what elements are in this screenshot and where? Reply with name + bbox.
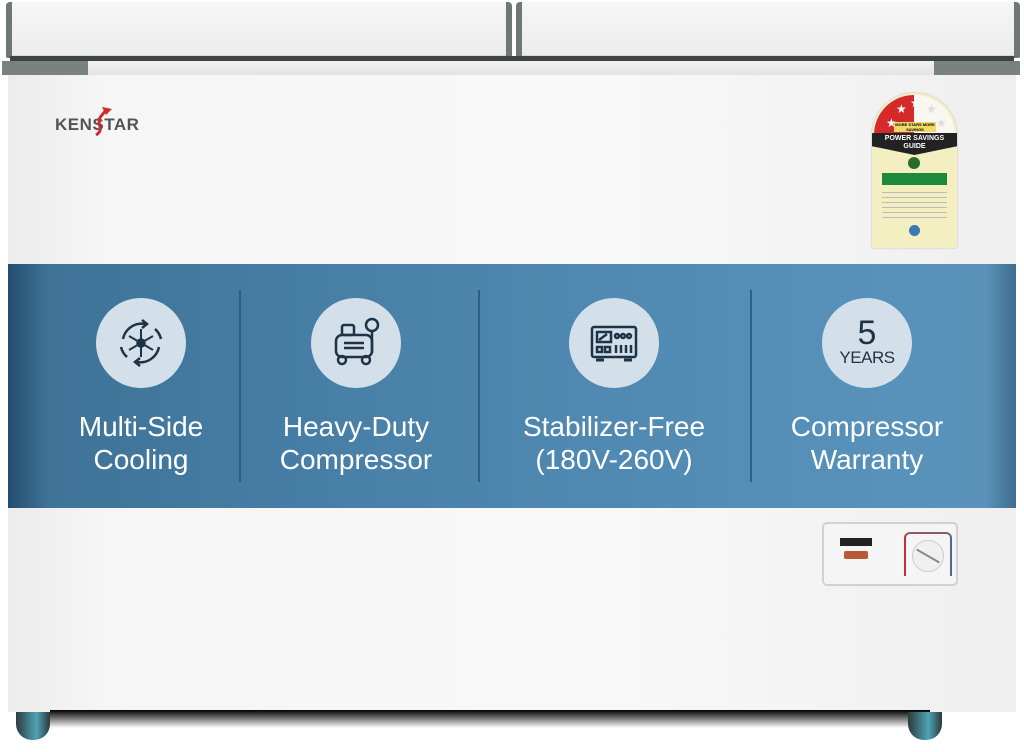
- feature-label-line2: Compressor: [279, 444, 433, 475]
- divider: [750, 290, 752, 482]
- feature-label-line1: Multi-Side: [78, 411, 204, 442]
- feature-heavy-duty-compressor: Heavy-Duty Compressor: [236, 410, 476, 476]
- label-title-line2: GUIDE: [903, 143, 926, 150]
- left-lid[interactable]: [6, 2, 512, 58]
- feature-multi-side-cooling: Multi-Side Cooling: [21, 410, 261, 476]
- voltage-stabilizer-icon: [569, 298, 659, 388]
- label-title-line1: POWER SAVINGS: [884, 135, 945, 142]
- logo-swoosh-icon: [95, 107, 112, 137]
- energy-star-label: ★ ★ ★ ★ ★ MORE STARS MORE SAVINGS POWER …: [872, 93, 957, 248]
- svg-text:★: ★: [936, 116, 947, 130]
- rim-cap-left: [2, 61, 88, 75]
- rim-cap-right: [934, 61, 1020, 75]
- base-shadow: [50, 710, 930, 728]
- caster-wheel-left: [16, 712, 50, 740]
- svg-text:★: ★: [926, 102, 937, 116]
- caster-wheel-right: [908, 712, 942, 740]
- body-rim: [2, 61, 1020, 75]
- divider: [478, 290, 480, 482]
- brand-logo: KENSTAR: [55, 115, 140, 134]
- feature-label-line2: Cooling: [93, 444, 189, 475]
- right-lid[interactable]: [516, 2, 1020, 58]
- divider: [239, 290, 241, 482]
- svg-text:★: ★: [910, 96, 921, 110]
- feature-compressor-warranty: Compressor Warranty: [747, 410, 987, 476]
- power-indicator-light: [840, 538, 872, 546]
- running-indicator-light: [844, 551, 868, 559]
- feature-stabilizer-free: Stabilizer-Free (180V-260V): [494, 410, 734, 476]
- warranty-badge: 5 YEARS: [822, 298, 912, 388]
- label-emblem-icon: [908, 157, 920, 169]
- feature-label-line1: Heavy-Duty: [282, 411, 430, 442]
- label-tagline: MORE STARS MORE SAVINGS: [894, 122, 936, 132]
- svg-text:★: ★: [896, 102, 907, 116]
- control-panel: [822, 522, 958, 586]
- feature-label-line2: Warranty: [810, 444, 924, 475]
- feature-label-line1: Compressor: [790, 411, 944, 442]
- warranty-years-number: 5: [857, 314, 877, 352]
- lid-gap: [10, 56, 1014, 62]
- thermostat-knob[interactable]: [912, 540, 944, 572]
- svg-text:★: ★: [886, 116, 897, 130]
- feature-label-line2: (180V-260V): [535, 444, 693, 475]
- compressor-icon: [311, 298, 401, 388]
- snowflake-cycle-icon: [96, 298, 186, 388]
- warranty-years-unit: YEARS: [839, 348, 895, 367]
- feature-label-line1: Stabilizer-Free: [522, 411, 706, 442]
- bee-logo-icon: [909, 225, 920, 236]
